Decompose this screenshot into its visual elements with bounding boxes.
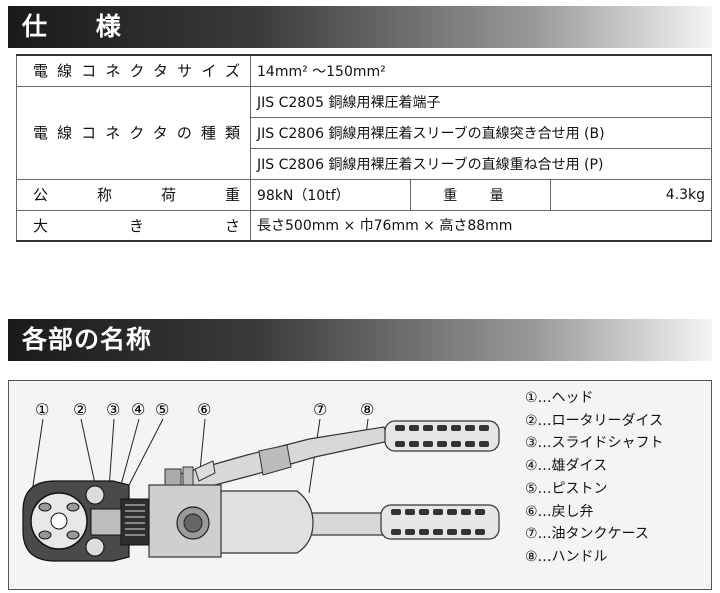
legend-item-oil-tank-case: ⑦…油タンクケース [525, 526, 649, 543]
part-number-4: ④ [131, 400, 145, 419]
lower-handle [308, 504, 500, 540]
part-number-5: ⑤ [155, 400, 169, 419]
spec-table: 電線コネクタサイズ 14mm² ～150mm² 電線コネクタの種類 JIS C2… [16, 54, 712, 242]
part-number-7: ⑦ [313, 400, 327, 419]
connector-size-label: 電線コネクタサイズ [16, 54, 251, 87]
crimping-tool-illustration: ① ② ③ ④ ⑤ ⑥ ⑦ ⑧ [22, 400, 500, 562]
spec-row-size: 大きさ 長さ500mm × 巾76mm × 高さ88mm [16, 209, 712, 242]
part-number-2: ② [73, 400, 87, 419]
parts-diagram: ① ② ③ ④ ⑤ ⑥ ⑦ ⑧ [8, 380, 712, 590]
connector-type-item: JIS C2805 銅線用裸圧着端子 [250, 85, 712, 118]
part-number-1: ① [35, 400, 49, 419]
parts-legend: ①…ヘッド ②…ロータリーダイス ③…スライドシャフト ④…雄ダイス ⑤…ピスト… [525, 387, 711, 569]
part-number-3: ③ [106, 400, 120, 419]
legend-item-rotary-die: ②…ロータリーダイス [525, 412, 664, 429]
tool-head [22, 480, 150, 562]
weight-value: 4.3kg [550, 178, 712, 211]
part-number-8: ⑧ [360, 400, 374, 419]
spec-row-connector-type-2: JIS C2806 銅線用裸圧着スリーブの直線突き合せ用 (B) [17, 116, 712, 149]
weight-label: 重 量 [410, 178, 551, 211]
connector-types-label: 電線コネクタの種類 [16, 85, 251, 180]
nominal-load-value: 98kN（10tf） [250, 178, 411, 211]
connector-size-value: 14mm² ～150mm² [250, 54, 712, 87]
legend-item-male-die: ④…雄ダイス [525, 458, 608, 475]
oil-tank-case [216, 490, 314, 554]
spec-row-connector-type-3: JIS C2806 銅線用裸圧着スリーブの直線重ね合せ用 (P) [17, 147, 712, 180]
legend-item-handle: ⑧…ハンドル [525, 548, 608, 565]
parts-section-header: 各部の名称 [8, 319, 712, 361]
nominal-load-label: 公称荷重 [16, 178, 251, 211]
part-number-6: ⑥ [197, 400, 211, 419]
spec-row-load-weight: 公称荷重 98kN（10tf） 重 量 4.3kg [16, 178, 712, 211]
legend-item-piston: ⑤…ピストン [525, 480, 608, 497]
legend-item-release-valve: ⑥…戻し弁 [525, 503, 594, 520]
spec-row-connector-type-1: 電線コネクタの種類 JIS C2805 銅線用裸圧着端子 [16, 85, 712, 180]
spec-section-header: 仕 様 [8, 6, 712, 48]
spec-row-connector-size: 電線コネクタサイズ 14mm² ～150mm² [16, 54, 712, 87]
upper-handle [168, 420, 500, 496]
connector-type-item: JIS C2806 銅線用裸圧着スリーブの直線突き合せ用 (B) [250, 116, 712, 149]
size-label: 大きさ [16, 209, 251, 242]
tool-body [148, 460, 222, 558]
legend-item-head: ①…ヘッド [525, 390, 594, 406]
legend-item-slide-shaft: ③…スライドシャフト [525, 435, 664, 452]
size-value: 長さ500mm × 巾76mm × 高さ88mm [250, 209, 712, 242]
connector-type-item: JIS C2806 銅線用裸圧着スリーブの直線重ね合せ用 (P) [250, 147, 712, 180]
